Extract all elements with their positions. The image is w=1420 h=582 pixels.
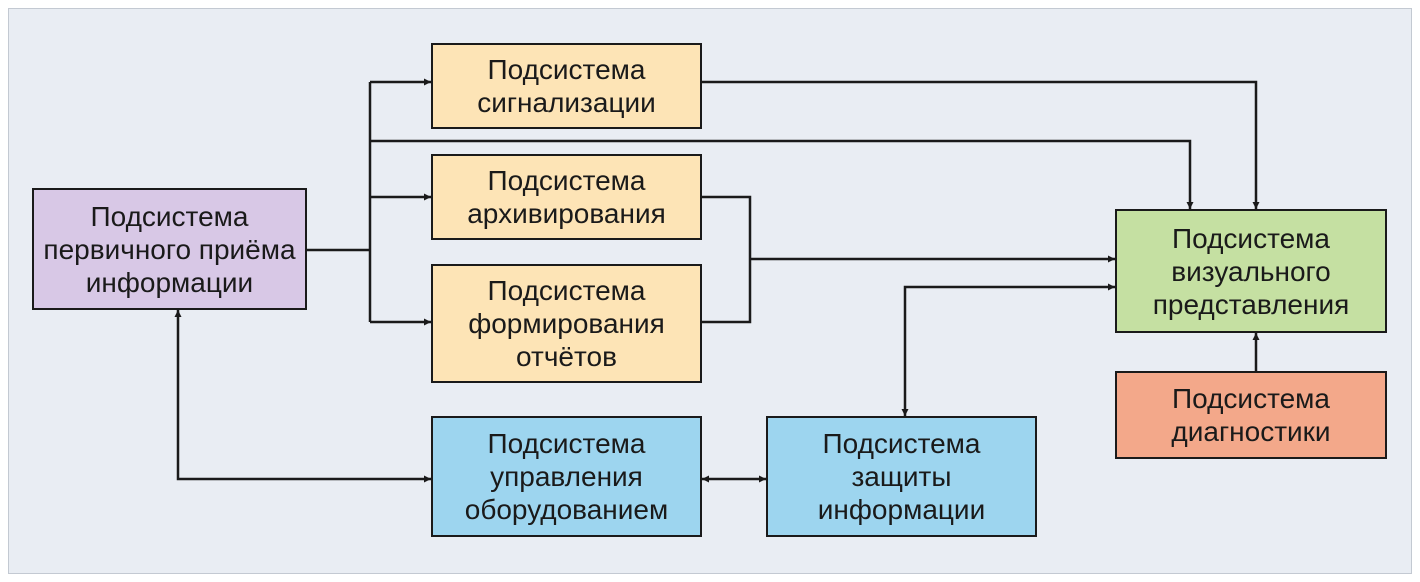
equipment-control-subsystem-box: Подсистема управления оборудованием — [431, 416, 702, 537]
arrow-primary-equipment — [174, 310, 431, 483]
visual-representation-subsystem-box: Подсистема визуального представления — [1115, 209, 1387, 333]
arrow-trunk-to-visual — [370, 139, 1194, 209]
diagnostics-subsystem-box: Подсистема диагностики — [1115, 371, 1387, 459]
info-protection-subsystem-box: Подсистема защиты информации — [766, 416, 1037, 537]
trunk-line — [307, 82, 372, 322]
arrow-protection-visual — [901, 283, 1115, 416]
primary-info-subsystem-box: Подсистема первичного приёма информации — [32, 188, 307, 310]
arrow-signaling-to-visual — [702, 80, 1260, 209]
archive-reports-merge — [702, 195, 752, 324]
archiving-subsystem-box: Подсистема архивирования — [431, 154, 702, 240]
reports-subsystem-box: Подсистема формирования отчётов — [431, 264, 702, 383]
signaling-subsystem-box: Подсистема сигнализации — [431, 43, 702, 129]
